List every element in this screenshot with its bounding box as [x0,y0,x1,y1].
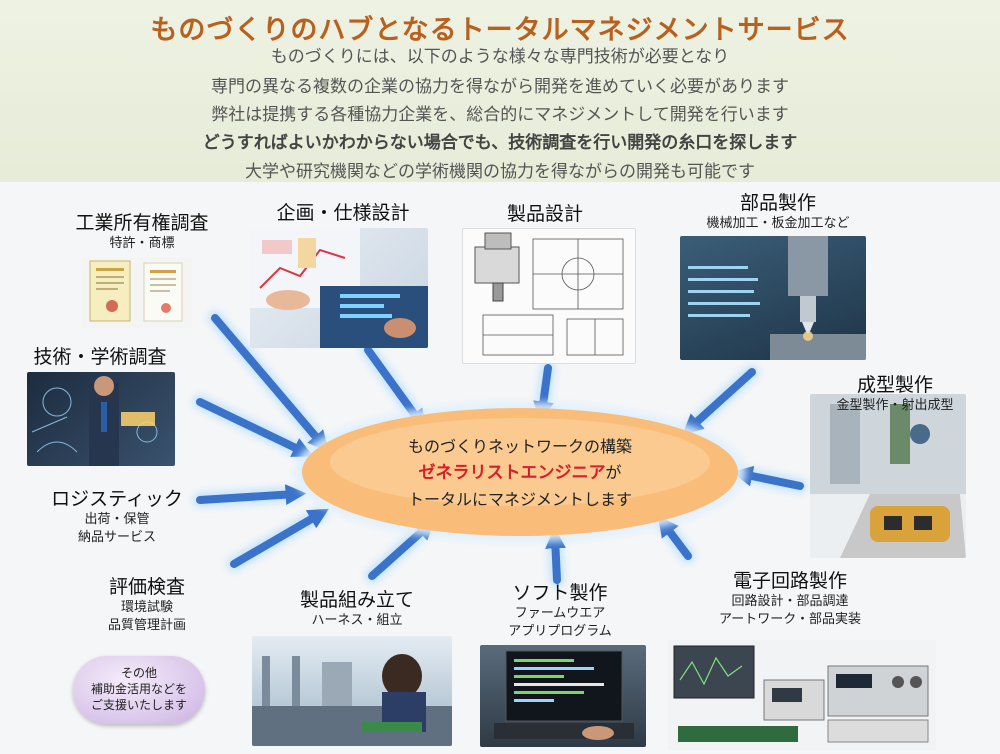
node-inspection-title: 評価検査 [108,576,185,598]
node-planning: 企画・仕様設計 [258,198,428,225]
software-photo [480,645,646,747]
header-banner: ものづくりのハブとなるトータルマネジメントサービス ものづくりには、以下のような… [0,0,1000,182]
node-electronics-sub1: 回路設計・部品調達 [731,594,849,609]
node-inspection-sub1: 環境試験 [120,600,173,615]
molding-photo [810,394,966,558]
page-title: ものづくりのハブとなるトータルマネジメントサービス [150,15,850,46]
node-logistics-sub2: 納品サービス [77,530,156,545]
intro-line-2: 専門の異なる複数の企業の協力を得ながら開発を進めていく必要があります [211,77,789,97]
node-electronics-sub2: アートワーク・部品実装 [719,612,861,627]
certificate-photo [82,258,192,328]
node-software: ソフト製作 ファームウエア アプリプログラム [490,578,630,641]
other-support-bubble: その他 補助金活用などを ご支援いたします [73,656,205,724]
node-research-title: 技術・学術調査 [33,346,167,368]
intro-line-3: 弊社は提携する各種協力企業を、総合的にマネジメントして開発を行います [211,105,789,125]
arrow-from-software [545,527,566,584]
node-software-title: ソフト製作 [512,582,608,604]
node-assembly-sub: ハーネス・組立 [311,613,403,628]
node-logistics-sub1: 出荷・保管 [84,512,150,527]
node-molding-sub: 金型製作・射出成型 [836,398,954,413]
center-ellipse-highlight [330,418,710,506]
arrow-from-inspection [230,508,329,568]
node-electronics-title: 電子回路製作 [732,570,847,592]
center-line-3: トータルにマネジメントします [407,490,632,509]
node-ip-title: 工業所有権調査 [75,212,209,234]
planning-photo [250,228,428,348]
node-electronics: 電子回路製作 回路設計・部品調達 アートワーク・部品実装 [700,566,880,629]
node-software-sub1: ファームウエア [514,606,606,621]
node-planning-title: 企画・仕様設計 [276,202,410,224]
node-molding-title: 成型製作 [856,374,933,396]
node-logistics-title: ロジスティック [51,488,183,510]
node-software-sub2: アプリプログラム [508,624,612,639]
center-line-2-wrap: ゼネラリストエンジニアが [300,458,740,483]
intro-line-4: どうすればよいかわからない場合でも、技術調査を行い開発の糸口を探します [202,133,798,153]
other-line-2: 補助金活用などを [90,682,187,696]
other-line-3: ご支援いたします [90,698,187,712]
cad-drawing-photo [462,228,636,364]
research-photo [27,372,175,466]
node-parts-title: 部品製作 [739,192,816,214]
arrow-from-molding [731,465,804,490]
node-ip-sub: 特許・商標 [109,236,175,251]
node-inspection-sub2: 品質管理計画 [107,618,186,633]
node-parts: 部品製作 機械加工・板金加工など [690,188,866,233]
node-logistics: ロジスティック 出荷・保管 納品サービス [42,484,192,547]
node-molding: 成型製作 金型製作・射出成型 [820,370,970,415]
node-assembly-title: 製品組み立て [299,589,414,611]
center-line-1: ものづくりネットワークの構築 [407,437,632,456]
arrow-from-parts [682,368,756,435]
node-assembly: 製品組み立て ハーネス・組立 [282,585,432,630]
intro-line-1: ものづくりには、以下のような様々な専門技術が必要となり [270,47,730,67]
node-inspection: 評価検査 環境試験 品質管理計画 [82,572,212,635]
arrow-from-ip [211,314,329,452]
arrow-from-research [196,398,314,457]
node-product-design-title: 製品設計 [506,203,583,225]
node-ip: 工業所有権調査 特許・商標 [62,208,222,253]
center-line-2-suffix: が [605,463,622,482]
center-line-2: ゼネラリストエンジニア [418,463,606,483]
arrow-from-logistics [196,484,307,506]
node-parts-sub: 機械加工・板金加工など [706,216,850,231]
electronics-photo [668,640,936,750]
arrow-from-planning [364,346,427,431]
machining-photo [680,236,866,360]
node-research: 技術・学術調査 [30,342,170,369]
assembly-photo [252,636,452,746]
arrow-from-electronics [657,515,692,560]
other-line-1: その他 [120,666,157,680]
node-product-design: 製品設計 [490,199,600,226]
intro-line-5: 大学や研究機関などの学術機関の協力を得ながらの開発も可能です [245,162,755,182]
